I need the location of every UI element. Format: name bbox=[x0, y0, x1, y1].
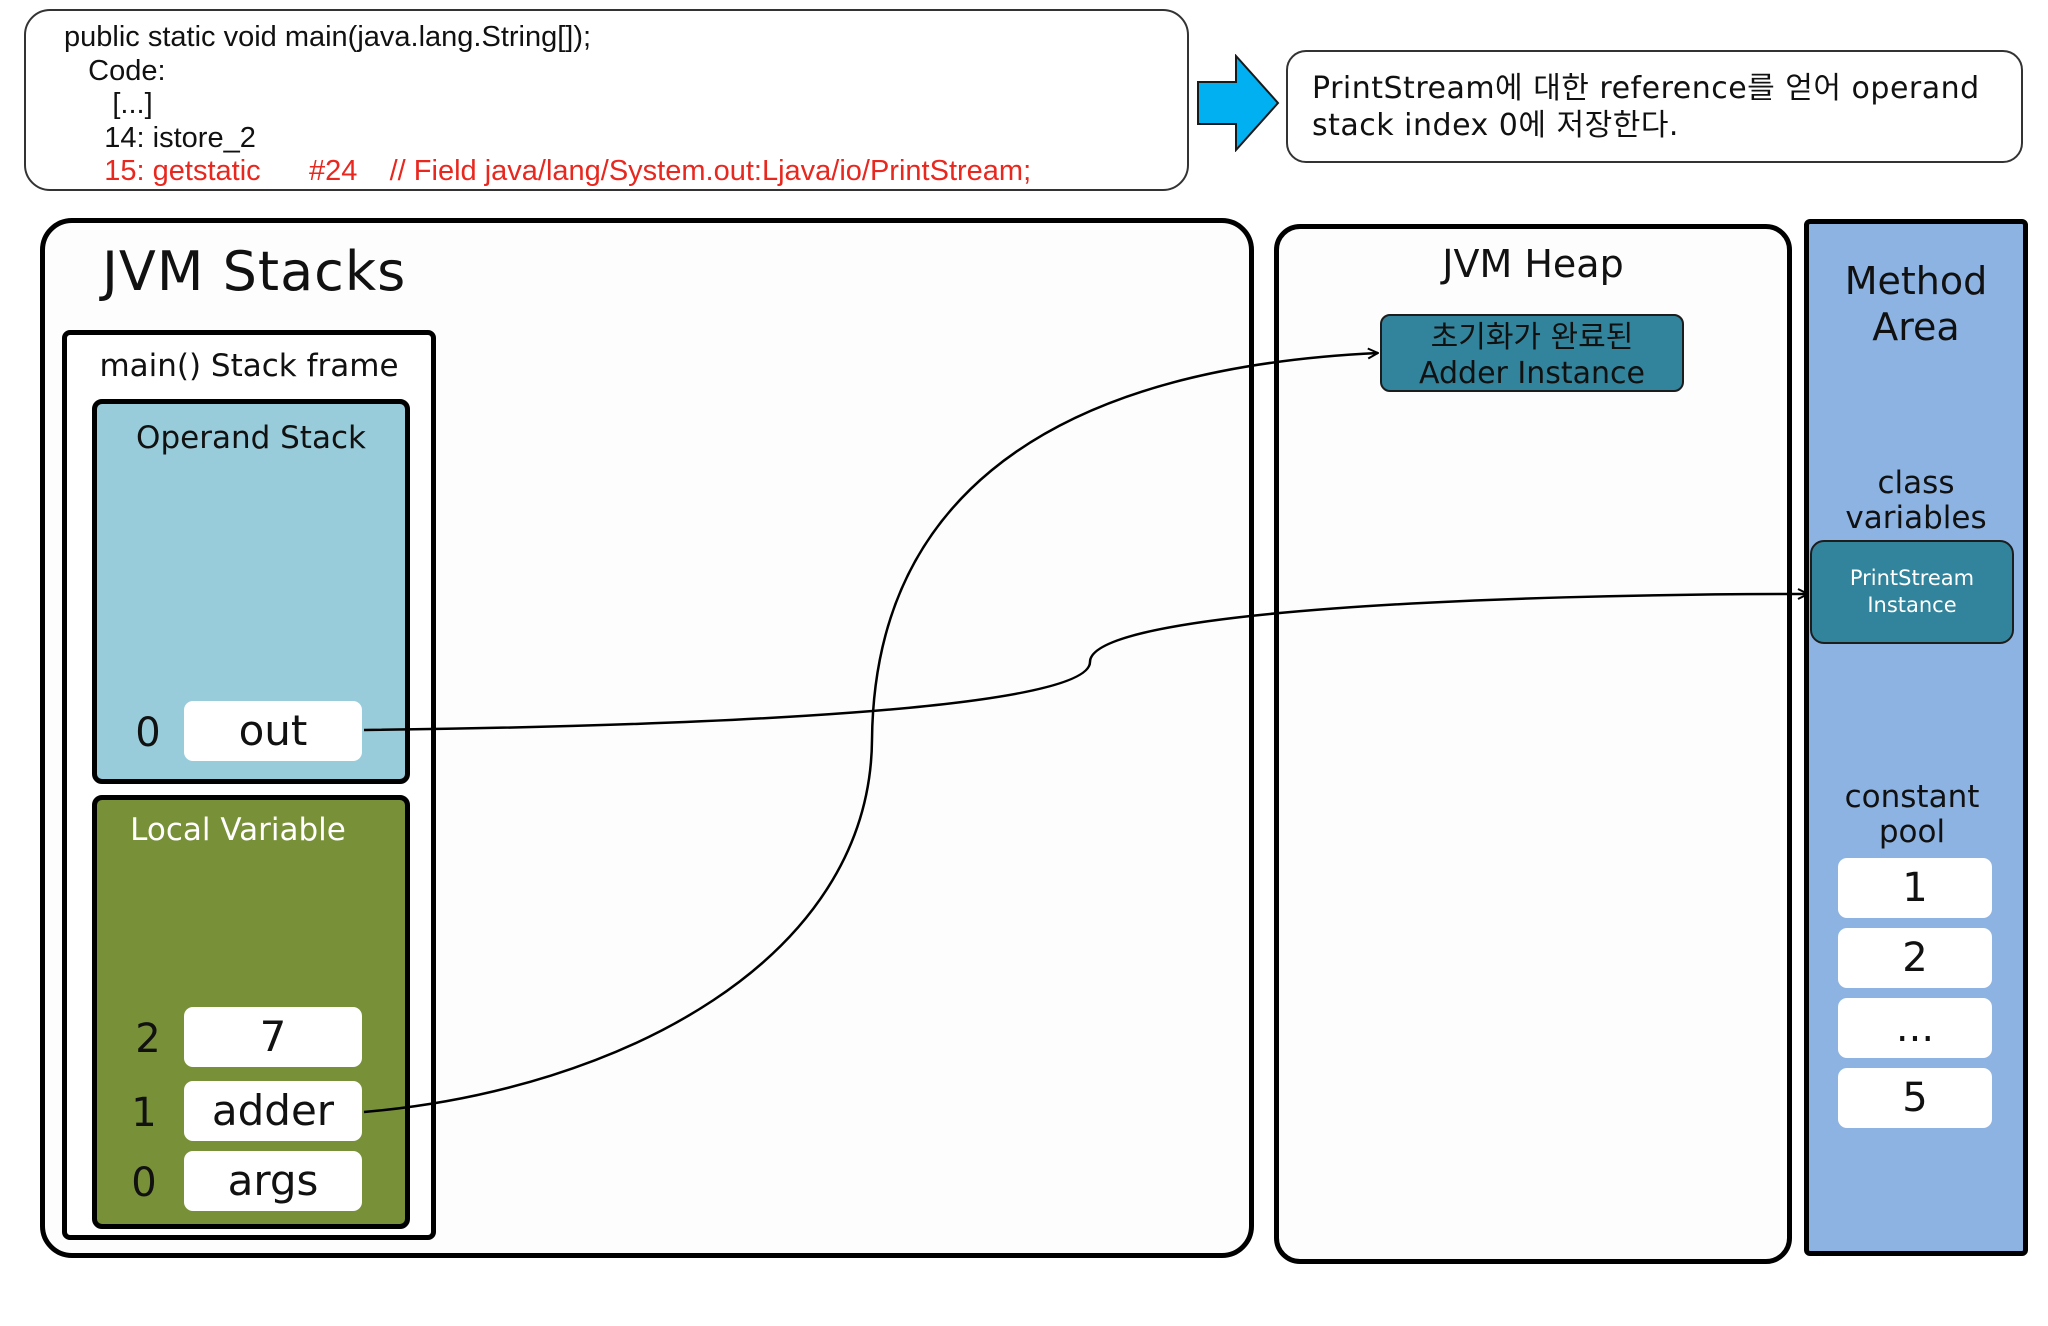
printstream-instance-line: PrintStream bbox=[1849, 566, 1975, 590]
local-slot-index: 2 bbox=[135, 1016, 161, 1062]
constant-pool-entry: 2 bbox=[1838, 928, 1992, 988]
method-area-title-line: Area bbox=[1872, 305, 1960, 349]
local-variable-title: Local Variable bbox=[130, 812, 346, 848]
constant-pool-label: constant pool bbox=[1800, 780, 2024, 850]
adder-instance-line: 초기화가 완료된 bbox=[1430, 320, 1634, 355]
constant-pool-entry: 5 bbox=[1838, 1068, 1992, 1128]
operand-stack-title: Operand Stack bbox=[136, 420, 366, 456]
operand-slot-out: out bbox=[184, 701, 362, 761]
local-slot-7: 7 bbox=[184, 1007, 362, 1067]
class-variables-label-line: class bbox=[1877, 465, 1955, 501]
constant-pool-entry: 1 bbox=[1838, 858, 1992, 918]
local-slot-index: 1 bbox=[131, 1090, 157, 1136]
operand-slot-index: 0 bbox=[135, 710, 161, 756]
local-slot-index: 0 bbox=[131, 1160, 157, 1206]
local-slot-adder: adder bbox=[184, 1081, 362, 1141]
note-line: PrintStream에 대한 reference를 얻어 operand bbox=[1312, 71, 1980, 106]
note-line: stack index 0에 저장한다. bbox=[1312, 108, 1679, 143]
code-line: 14: istore_2 bbox=[64, 121, 256, 154]
stack-frame-title: main() Stack frame bbox=[99, 348, 399, 384]
printstream-instance: PrintStream Instance bbox=[1810, 540, 2014, 644]
method-area-title-line: Method bbox=[1844, 259, 1988, 303]
jvm-heap-title: JVM Heap bbox=[1442, 242, 1624, 286]
adder-instance: 초기화가 완료된 Adder Instance bbox=[1380, 314, 1684, 392]
method-area-title: Method Area bbox=[1804, 258, 2028, 350]
adder-instance-line: Adder Instance bbox=[1418, 356, 1645, 391]
class-variables-label-line: variables bbox=[1845, 500, 1987, 536]
code-line: [...] bbox=[64, 88, 153, 120]
class-variables-label: class variables bbox=[1804, 466, 2028, 536]
printstream-instance-line: Instance bbox=[1867, 593, 1957, 617]
jvm-stacks-title: JVM Stacks bbox=[102, 240, 407, 303]
constant-pool-label-line: constant bbox=[1844, 779, 1980, 815]
highlighted-code-line: 15: getstatic #24 // Field java/lang/Sys… bbox=[64, 155, 1032, 187]
bytecode-box: public static void main(java.lang.String… bbox=[24, 9, 1189, 191]
code-line: Code: bbox=[64, 54, 166, 87]
right-arrow-icon bbox=[1197, 54, 1280, 152]
constant-pool-label-line: pool bbox=[1878, 814, 1946, 850]
explanation-note: PrintStream에 대한 reference를 얻어 operand st… bbox=[1286, 50, 2023, 163]
constant-pool-entry: ... bbox=[1838, 998, 1992, 1058]
local-slot-args: args bbox=[184, 1151, 362, 1211]
code-line: public static void main(java.lang.String… bbox=[64, 21, 592, 53]
